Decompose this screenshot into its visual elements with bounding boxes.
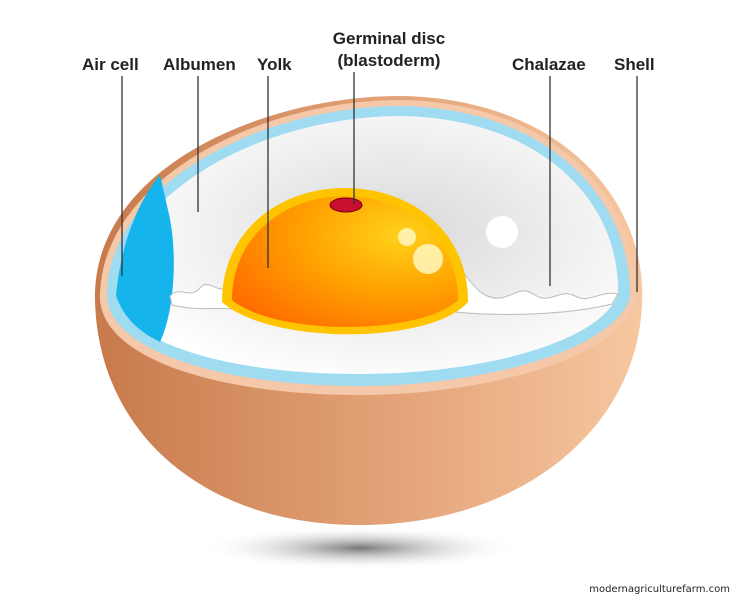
yolk <box>232 196 458 327</box>
egg-shadow <box>200 526 520 570</box>
highlight <box>413 244 443 274</box>
highlight <box>398 228 416 246</box>
label-albumen: Albumen <box>163 55 236 74</box>
label-air-cell: Air cell <box>82 55 139 74</box>
label-blastoderm: (blastoderm) <box>338 51 441 70</box>
highlight <box>486 216 518 248</box>
label-shell: Shell <box>614 55 655 74</box>
germinal-disc <box>329 197 363 213</box>
label-yolk: Yolk <box>257 55 292 74</box>
leader-lines <box>121 72 638 292</box>
label-germinal-disc: Germinal disc <box>333 29 445 48</box>
label-chalazae: Chalazae <box>512 55 586 74</box>
watermark: modernagriculturefarm.com <box>589 584 730 595</box>
air-cell <box>116 175 174 342</box>
chalazae-right <box>454 260 619 315</box>
